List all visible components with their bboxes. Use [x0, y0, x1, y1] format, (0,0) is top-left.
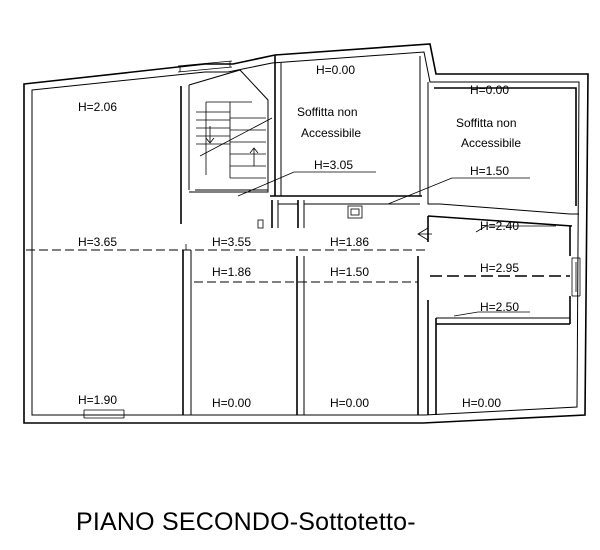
height-right-top: H=2.40 [480, 219, 519, 233]
leader-lines [237, 171, 556, 317]
loft-b-label-line2: Accessibile [461, 136, 521, 150]
height-loft-a-top: H=0.00 [316, 63, 355, 77]
height-center-mid: H=3.55 [212, 235, 251, 249]
height-room-c-bottom: H=0.00 [212, 396, 251, 410]
loft-a-label-line2: Accessibile [301, 126, 361, 140]
window-bottom-left [83, 409, 125, 419]
window-top-left [177, 60, 233, 73]
height-left-top: H=2.06 [78, 100, 117, 114]
height-loft-a-bottom: H=3.05 [314, 158, 353, 172]
height-room-c-upper: H=1.86 [212, 265, 251, 279]
height-left-mid: H=3.65 [78, 235, 117, 249]
height-right-lower: H=2.50 [480, 300, 519, 314]
height-loft-b-top: H=0.00 [470, 83, 509, 97]
plan-title: PIANO SECONDO-Sottotetto- [76, 508, 416, 536]
staircase [196, 101, 273, 179]
window-right [571, 257, 581, 297]
loft-a-label-line1: Soffitta non [297, 105, 358, 119]
height-left-bottom: H=1.90 [78, 393, 117, 407]
height-room-d-upper: H=1.50 [330, 265, 369, 279]
fixtures [185, 205, 432, 250]
interior-walls [180, 55, 579, 415]
dashed-section-lines [26, 249, 570, 283]
height-right-bottom: H=0.00 [462, 396, 501, 410]
height-right-mid: H=2.95 [480, 261, 519, 275]
loft-b-label-line1: Soffitta non [456, 116, 517, 130]
height-room-d-bottom: H=0.00 [330, 396, 369, 410]
height-loft-b-bottom: H=1.50 [470, 164, 509, 178]
height-center-right-mid: H=1.86 [330, 235, 369, 249]
outer-walls [23, 43, 589, 424]
